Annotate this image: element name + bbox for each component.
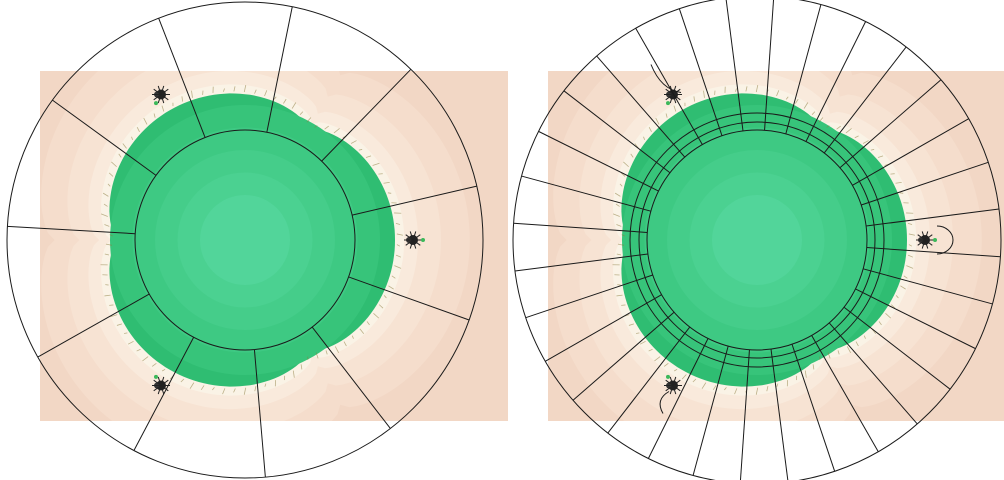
external-ray	[811, 335, 879, 452]
external-ray	[513, 222, 648, 233]
external-ray	[253, 349, 266, 478]
cusp-loop	[650, 64, 682, 93]
equipotential-circle	[629, 112, 885, 368]
cusp-dot	[665, 374, 670, 379]
external-ray	[514, 253, 648, 272]
external-ray	[607, 326, 691, 434]
external-ray	[37, 293, 150, 358]
external-ray	[739, 349, 750, 480]
external-ray	[866, 247, 1001, 258]
external-ray	[828, 322, 918, 425]
external-ray	[855, 288, 976, 350]
external-ray	[823, 46, 907, 154]
external-ray	[545, 294, 662, 362]
external-ray	[525, 274, 653, 319]
panel-left	[6, 1, 508, 479]
cusp-loop	[659, 391, 670, 414]
external-ray	[692, 346, 729, 476]
external-ray	[572, 311, 675, 401]
external-ray	[805, 21, 867, 142]
external-ray	[563, 90, 671, 174]
mini-mandelbrot-icon	[916, 231, 934, 249]
cusp-dot	[154, 101, 159, 106]
equipotential-circle	[134, 129, 356, 351]
external-ray	[52, 99, 157, 176]
cusp-dot	[421, 238, 425, 242]
external-ray	[839, 79, 942, 169]
interior	[621, 93, 907, 387]
outer-circle	[512, 0, 1002, 480]
external-ray	[770, 349, 789, 480]
external-ray	[791, 344, 836, 472]
external-ray	[678, 8, 723, 136]
interior	[109, 93, 396, 387]
external-ray	[352, 185, 477, 216]
external-ray	[866, 208, 1000, 227]
boundary-whiskers	[612, 85, 915, 395]
external-ray	[321, 68, 412, 162]
interior-band	[712, 195, 802, 285]
interior-band	[200, 195, 290, 285]
mini-mandelbrot-icon	[664, 85, 682, 104]
external-ray	[863, 268, 993, 305]
external-ray	[852, 118, 969, 186]
mini-mandelbrot-icon	[152, 85, 170, 104]
external-ray	[348, 276, 470, 321]
cusp-dot	[153, 374, 158, 379]
external-ray	[647, 338, 709, 459]
mini-mandelbrot-icon	[404, 231, 422, 249]
external-ray	[785, 4, 822, 134]
panel-right	[512, 0, 1004, 480]
external-ray	[725, 0, 744, 131]
external-ray	[158, 18, 206, 138]
outer-circle	[6, 1, 484, 479]
mini-mandelbrot-icon	[152, 376, 170, 395]
boundary-whiskers	[100, 85, 403, 395]
external-ray	[521, 175, 651, 212]
external-ray	[596, 55, 686, 158]
cusp-dot	[666, 101, 671, 106]
external-ray	[764, 0, 775, 131]
equipotential-circle	[646, 129, 868, 351]
mini-mandelbrot-icon	[664, 376, 682, 395]
external-ray	[861, 161, 989, 206]
external-ray	[635, 28, 703, 145]
cusp-loop	[936, 225, 954, 255]
external-ray	[538, 130, 659, 192]
external-ray	[133, 337, 195, 451]
cusp-dot	[933, 238, 937, 242]
external-ray	[311, 326, 391, 429]
external-ray	[7, 225, 136, 235]
external-ray	[843, 306, 951, 390]
equipotential-circle	[638, 121, 876, 359]
external-ray	[266, 6, 293, 133]
